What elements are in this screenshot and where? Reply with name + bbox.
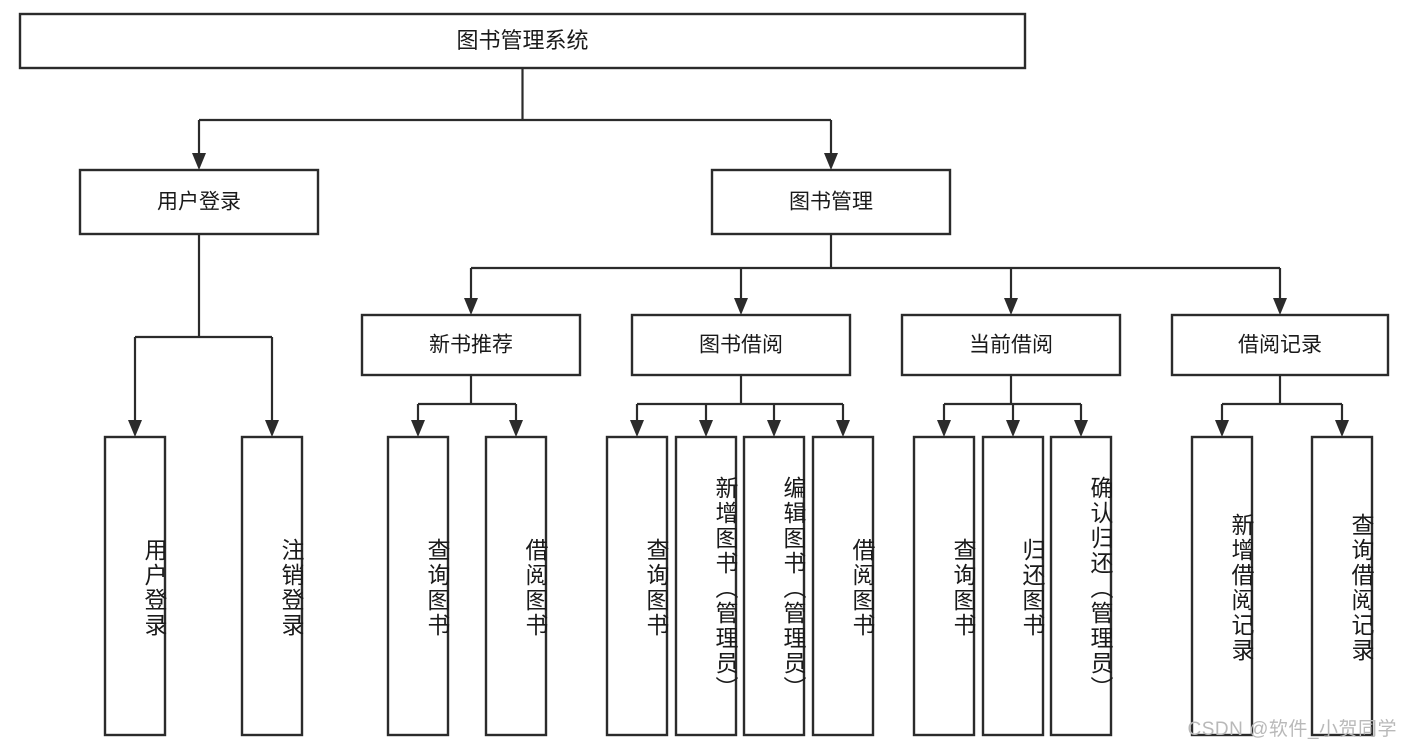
- node-box-leaf-query-book-1[interactable]: [386, 435, 450, 737]
- node-leaf-borrow-book-1[interactable]: [484, 435, 548, 737]
- node-label-root: 图书管理系统: [456, 28, 588, 53]
- arrow-head: [1006, 420, 1020, 437]
- node-user-login[interactable]: 用户登录: [78, 168, 320, 236]
- arrow-head: [265, 420, 279, 437]
- node-box-leaf-user-logout[interactable]: [240, 435, 304, 737]
- arrow-head: [1335, 420, 1349, 437]
- node-leaf-confirm-return[interactable]: [1049, 435, 1113, 737]
- node-box-book-borrow[interactable]: [630, 313, 852, 377]
- node-label-current-borrow: 当前借阅: [969, 334, 1053, 357]
- node-borrow-record[interactable]: 借阅记录: [1170, 313, 1390, 377]
- node-leaf-query-record[interactable]: [1310, 435, 1374, 737]
- arrow-head: [464, 298, 478, 315]
- node-box-leaf-borrow-book-1[interactable]: [484, 435, 548, 737]
- node-box-leaf-return-book[interactable]: [981, 435, 1045, 737]
- arrow-head: [836, 420, 850, 437]
- node-leaf-user-logout[interactable]: [240, 435, 304, 737]
- arrow-head: [1273, 298, 1287, 315]
- arrow-head: [630, 420, 644, 437]
- arrow-head: [411, 420, 425, 437]
- arrow-head: [699, 420, 713, 437]
- conn-borrowrecord-to-leaves: [1215, 375, 1349, 437]
- node-box-leaf-user-login[interactable]: [103, 435, 167, 737]
- conn-bookborrow-to-leaves: [630, 375, 850, 437]
- node-book-borrow[interactable]: 图书借阅: [630, 313, 852, 377]
- node-box-leaf-query-book-3[interactable]: [912, 435, 976, 737]
- conn-newbook-to-leaves: [411, 375, 523, 437]
- node-leaf-query-book-2[interactable]: [605, 435, 669, 737]
- node-box-leaf-add-record[interactable]: [1190, 435, 1254, 737]
- node-leaf-borrow-book-2[interactable]: [811, 435, 875, 737]
- node-label-borrow-record: 借阅记录: [1238, 334, 1322, 357]
- node-leaf-query-book-1[interactable]: [386, 435, 450, 737]
- node-current-borrow[interactable]: 当前借阅: [900, 313, 1122, 377]
- node-book-manage[interactable]: 图书管理: [710, 168, 952, 236]
- node-box-root[interactable]: [18, 12, 1027, 70]
- arrow-head: [1215, 420, 1229, 437]
- conn-userlogin-to-leaves: [128, 234, 279, 437]
- watermark: CSDN @软件_小贺同学: [1187, 719, 1397, 740]
- conn-root-to-level1: [192, 68, 838, 170]
- node-leaf-add-record[interactable]: [1190, 435, 1254, 737]
- node-leaf-add-book[interactable]: [674, 435, 738, 737]
- node-box-leaf-query-record[interactable]: [1310, 435, 1374, 737]
- connector-layer: [128, 68, 1349, 437]
- node-box-leaf-confirm-return[interactable]: [1049, 435, 1113, 737]
- node-box-user-login[interactable]: [78, 168, 320, 236]
- arrow-head: [1074, 420, 1088, 437]
- node-box-leaf-borrow-book-2[interactable]: [811, 435, 875, 737]
- node-label-book-manage: 图书管理: [789, 191, 873, 214]
- node-box-leaf-edit-book[interactable]: [742, 435, 806, 737]
- arrow-head: [824, 153, 838, 170]
- node-box-current-borrow[interactable]: [900, 313, 1122, 377]
- node-leaf-return-book[interactable]: [981, 435, 1045, 737]
- arrow-head: [767, 420, 781, 437]
- arrow-head: [1004, 298, 1018, 315]
- arrow-head: [192, 153, 206, 170]
- node-box-leaf-query-book-2[interactable]: [605, 435, 669, 737]
- node-leaf-user-login[interactable]: [103, 435, 167, 737]
- node-label-new-book-recommend: 新书推荐: [429, 334, 513, 357]
- node-box-new-book-recommend[interactable]: [360, 313, 582, 377]
- conn-currentborrow-to-leaves: [937, 375, 1088, 437]
- arrow-head: [734, 298, 748, 315]
- node-root[interactable]: 图书管理系统: [18, 12, 1027, 70]
- node-label-user-login: 用户登录: [157, 191, 241, 214]
- conn-bookmanage-to-level2: [464, 234, 1287, 315]
- node-leaf-query-book-3[interactable]: [912, 435, 976, 737]
- arrow-head: [937, 420, 951, 437]
- node-new-book-recommend[interactable]: 新书推荐: [360, 313, 582, 377]
- node-box-borrow-record[interactable]: [1170, 313, 1390, 377]
- arrow-head: [509, 420, 523, 437]
- node-label-book-borrow: 图书借阅: [699, 334, 783, 357]
- arrow-head: [128, 420, 142, 437]
- node-leaf-edit-book[interactable]: [742, 435, 806, 737]
- node-box-leaf-add-book[interactable]: [674, 435, 738, 737]
- node-box-book-manage[interactable]: [710, 168, 952, 236]
